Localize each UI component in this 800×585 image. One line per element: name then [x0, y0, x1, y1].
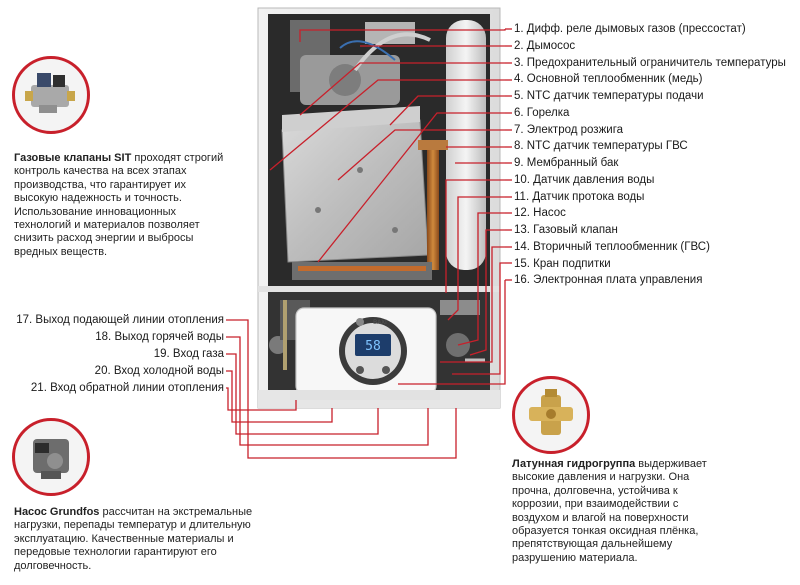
component-label: 11. Датчик протока воды [514, 190, 645, 203]
leader-line-20 [226, 370, 333, 423]
control-display: 58 [365, 339, 381, 354]
component-label: 12. Насос [514, 207, 566, 220]
component-label: 15. Кран подпитки [514, 257, 611, 270]
pump-title: Насос Grundfos [14, 506, 100, 518]
leader-line-17 [226, 319, 457, 459]
label-ticks [505, 28, 512, 281]
leader-line-10 [445, 179, 505, 293]
leader-line-7 [337, 129, 505, 181]
component-label: 1. Дифф. реле дымовых газов (прессостат) [514, 23, 746, 35]
pump-description: Насос Grundfos рассчитан на экстремальны… [14, 506, 264, 573]
copper-pipe [418, 140, 448, 270]
leader-line-18 [226, 336, 429, 446]
connection-label: 17. Выход подающей линии отопления [16, 314, 224, 326]
leader-line-6 [317, 112, 505, 263]
connection-label: 19. Вход газа [153, 348, 224, 360]
leader-line-15 [452, 262, 505, 375]
leader-line-19 [226, 353, 379, 435]
component-label: 2. Дымосос [514, 39, 576, 52]
component-label: 8. NTC датчик температуры ГВС [514, 140, 688, 153]
leader-line-12 [457, 212, 505, 346]
gas-valve-icon [25, 73, 75, 113]
gas-valve-photo [12, 56, 90, 134]
connection-label: 20. Вход холодной воды [94, 365, 224, 377]
leader-line-21 [226, 387, 297, 411]
pump-icon [33, 439, 69, 479]
component-label: 6. Горелка [514, 106, 570, 119]
burner [292, 262, 432, 280]
brass-group-text: выдерживает высокие давления и нагрузки.… [512, 458, 707, 564]
component-label: 13. Газовый клапан [514, 224, 618, 236]
brass-group-photo [512, 376, 590, 454]
connection-label: 21. Вход обратной линии отопления [30, 382, 224, 394]
expansion-tank [446, 20, 486, 270]
leader-line-13 [469, 229, 505, 356]
component-label: 7. Электрод розжига [514, 123, 624, 136]
brass-group-title: Латунная гидрогруппа [512, 458, 636, 470]
connection-label: 18. Выход горячей воды [95, 331, 224, 343]
component-label: 4. Основной теплообменник (медь) [514, 73, 703, 86]
pump-photo [12, 418, 90, 496]
component-label: 14. Вторичный теплообменник (ГВС) [514, 240, 710, 253]
component-label: 16. Электронная плата управления [514, 274, 703, 287]
gas-valve-text: проходят строгий контроль качества на вс… [14, 152, 224, 258]
brand-logo: BAXI [373, 320, 387, 326]
component-label: 9. Мембранный бак [514, 157, 619, 169]
brass-fitting-icon [529, 389, 573, 435]
leader-line-5 [389, 95, 505, 126]
leader-lines-left [226, 319, 457, 459]
gas-valve-title: Газовые клапаны SIT [14, 152, 132, 164]
leader-line-11 [447, 196, 505, 321]
leader-lines-right [269, 29, 506, 385]
pump-text: рассчитан на экстремальные нагрузки, пер… [14, 506, 253, 572]
leader-line-16 [398, 280, 506, 385]
leader-line-4 [269, 79, 505, 171]
component-label: 3. Предохранительный ограничитель темпер… [514, 56, 786, 69]
component-label: 5. NTC датчик температуры подачи [514, 90, 704, 102]
gas-valve-description: Газовые клапаны SIT проходят строгий кон… [14, 152, 232, 259]
brass-group-description: Латунная гидрогруппа выдерживает высокие… [512, 458, 722, 565]
leader-line-14 [440, 246, 505, 363]
component-label: 10. Датчик давления воды [514, 173, 655, 186]
control-panel [290, 307, 440, 400]
leader-line-3 [299, 62, 505, 116]
